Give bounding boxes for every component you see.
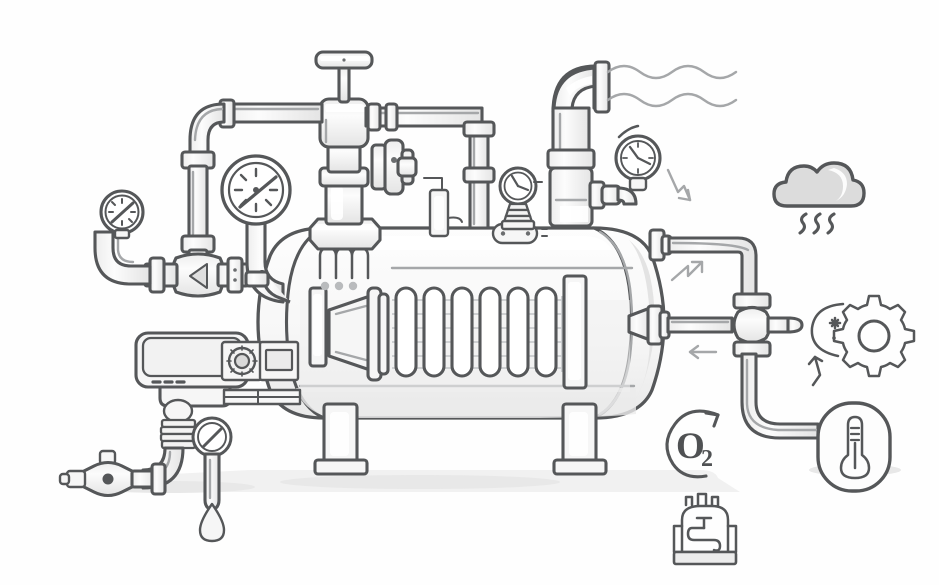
gauge-connection-pipe bbox=[244, 269, 291, 304]
burner-cone bbox=[327, 286, 390, 382]
gear-shape bbox=[832, 294, 916, 378]
vessel-outlet-nozzle bbox=[627, 304, 734, 346]
vessel-leg-right bbox=[552, 402, 608, 476]
left-elbow-downcomer bbox=[180, 102, 226, 268]
gauge-small-left bbox=[93, 189, 152, 286]
flow-arrows bbox=[666, 168, 718, 360]
valve-stem bbox=[337, 64, 351, 104]
tube-sheet-plate bbox=[308, 286, 328, 368]
outlet-cross-valve[interactable] bbox=[732, 292, 804, 358]
boiler-appliance-icon bbox=[672, 492, 738, 566]
control-panel[interactable] bbox=[134, 331, 302, 408]
gauge-top-right bbox=[614, 124, 662, 192]
top-horizontal-pipe-left bbox=[218, 98, 324, 129]
gauge-mid-bellows bbox=[498, 166, 543, 231]
heating-coil-bundle bbox=[392, 274, 588, 390]
coil-loops bbox=[394, 286, 558, 378]
steam-squiggles bbox=[798, 212, 836, 235]
thermometer-sensor-icon bbox=[816, 401, 892, 493]
gauge-large bbox=[220, 154, 292, 304]
gauge-drain bbox=[191, 416, 233, 512]
vessel-legs bbox=[313, 402, 608, 476]
stack-outlet-flange bbox=[593, 60, 611, 114]
gear-settings-icon bbox=[807, 294, 916, 387]
top-horizontal-pipe-right bbox=[364, 102, 484, 132]
cloud-steam-icon bbox=[772, 161, 866, 235]
lever-valve bbox=[423, 177, 463, 238]
check-valve bbox=[143, 252, 250, 298]
drain-ball-valve[interactable] bbox=[58, 449, 167, 498]
auxiliary-vertical-pipe bbox=[462, 120, 496, 230]
vessel-leg-left bbox=[313, 402, 369, 476]
oxygen-cycle-icon: O 2 bbox=[665, 409, 720, 479]
top-gate-valve bbox=[308, 50, 382, 251]
o2-subscript: 2 bbox=[701, 446, 713, 472]
steam-plume bbox=[606, 64, 738, 108]
water-droplet bbox=[198, 502, 226, 543]
side-flange-valve bbox=[370, 138, 418, 196]
o2-symbol: O bbox=[676, 426, 705, 467]
cross-valve-flange-top bbox=[732, 292, 772, 310]
exhaust-stack bbox=[546, 60, 638, 228]
outlet-down-pipe bbox=[740, 352, 820, 440]
